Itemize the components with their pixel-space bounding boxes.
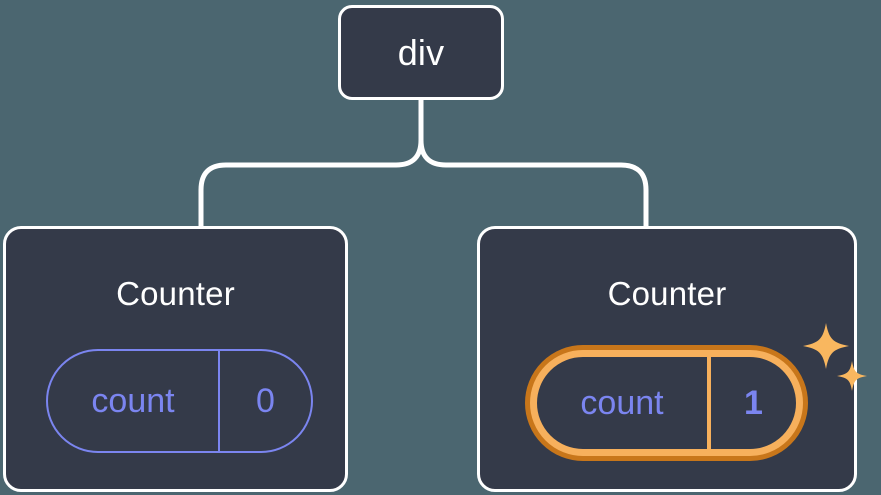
state-pill-count-right[interactable]: count 1: [525, 345, 808, 461]
node-counter-right[interactable]: Counter count 1: [477, 226, 867, 492]
node-div[interactable]: div: [338, 5, 504, 100]
sparkle-group: [803, 323, 867, 391]
sparkle-icon: [837, 361, 867, 391]
state-value-label: 1: [744, 384, 763, 422]
state-key-cell: count: [48, 351, 220, 451]
counter-right-title: Counter: [607, 275, 727, 312]
sparkle-icon: [803, 323, 849, 369]
state-value-cell: 0: [220, 351, 311, 451]
counter-left-title: Counter: [116, 275, 235, 312]
state-value-cell: 1: [711, 357, 796, 449]
node-div-label: div: [397, 31, 445, 73]
state-key-cell: count: [537, 357, 711, 449]
state-key-label: count: [91, 382, 175, 420]
state-pill-highlight-ring: count 1: [530, 350, 803, 456]
state-key-label: count: [580, 384, 664, 422]
node-counter-left[interactable]: Counter count 0: [3, 226, 348, 492]
state-value-label: 0: [256, 382, 275, 420]
state-pill-count-left[interactable]: count 0: [46, 349, 313, 453]
